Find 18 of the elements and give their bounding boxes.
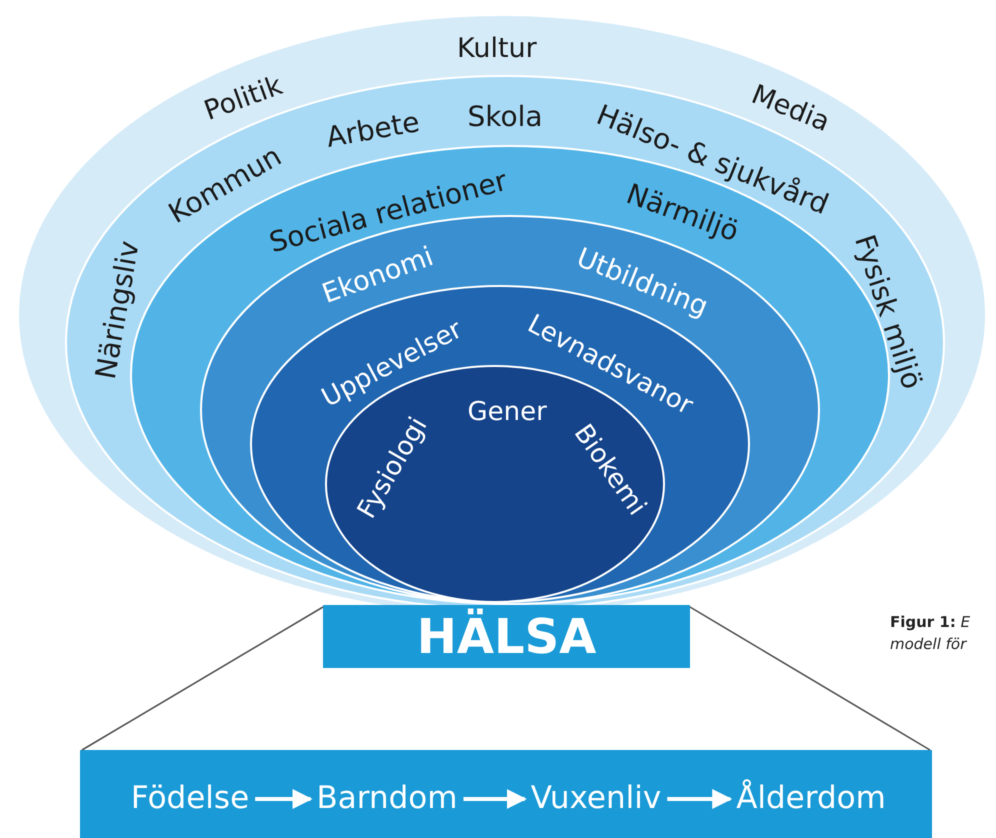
stage-label: Vuxenliv <box>520 778 672 818</box>
arrow <box>667 789 732 809</box>
connector-line <box>690 606 930 751</box>
figure-caption: Figur 1: E modell för <box>890 612 972 655</box>
ring-label: Kultur <box>457 34 537 62</box>
stage-label: Födelse <box>120 778 260 818</box>
stage-label: Ålderdom <box>722 778 900 818</box>
life-course-bar <box>80 750 932 838</box>
ring-label: Politik <box>200 72 286 124</box>
arrow <box>463 789 527 809</box>
ring-label: Skola <box>468 103 543 131</box>
ring-label: Arbete <box>324 108 422 152</box>
ring-label: Näringsliv <box>92 238 144 382</box>
arrow <box>255 789 313 809</box>
stage-label: Barndom <box>312 778 462 818</box>
ring-label: Fysisk miljö <box>850 232 926 392</box>
health-box: HÄLSA <box>323 605 690 668</box>
connector-line <box>82 606 324 751</box>
